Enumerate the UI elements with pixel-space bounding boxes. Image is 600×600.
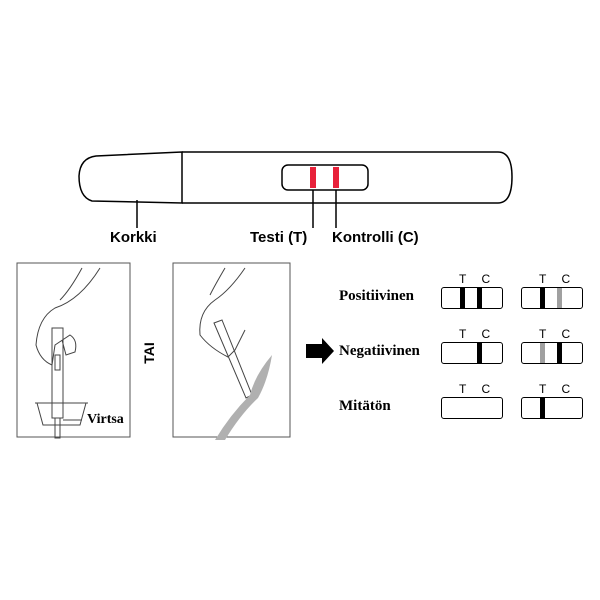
- result-strip: [441, 287, 503, 309]
- device-body: [182, 151, 513, 204]
- tc-label: T C: [539, 382, 577, 396]
- tc-label: T C: [459, 382, 497, 396]
- control-band: [477, 343, 482, 363]
- test-band: [540, 288, 545, 308]
- cap-label: Korkki: [110, 229, 157, 246]
- result-strip: [521, 342, 583, 364]
- arrow-icon: [306, 338, 334, 364]
- tc-label: T C: [459, 327, 497, 341]
- panel-stream: [172, 262, 291, 440]
- control-band: [557, 343, 562, 363]
- control-band: [557, 288, 562, 308]
- test-device: [78, 151, 513, 228]
- tc-label: T C: [539, 327, 577, 341]
- device-cap: [78, 151, 183, 204]
- result-strip: [441, 397, 503, 419]
- urine-stream-icon: [215, 355, 272, 440]
- cup-icon: [35, 402, 88, 426]
- hand-icon: [35, 267, 101, 366]
- test-band: [540, 343, 545, 363]
- result-window: [281, 164, 369, 191]
- control-line-red: [333, 167, 339, 188]
- result-label: Mitätön: [339, 398, 391, 414]
- hand-icon: [199, 267, 246, 358]
- test-band: [540, 398, 545, 418]
- result-strip: [441, 342, 503, 364]
- tc-label: T C: [459, 272, 497, 286]
- result-strip: [521, 397, 583, 419]
- test-line-red: [310, 167, 316, 188]
- urine-label: Virtsa: [87, 412, 124, 427]
- result-label: Negatiivinen: [339, 343, 420, 359]
- or-label: TAI: [140, 342, 157, 364]
- control-line-label: Kontrolli (C): [332, 229, 419, 246]
- test-stick-icon: [213, 319, 253, 399]
- test-line-label: Testi (T): [250, 229, 308, 246]
- control-band: [477, 288, 482, 308]
- panel-cup: [16, 262, 131, 439]
- test-stick-icon: [51, 327, 64, 419]
- result-label: Positiivinen: [339, 288, 415, 304]
- result-strip: [521, 287, 583, 309]
- test-band: [460, 288, 465, 308]
- tc-label: T C: [539, 272, 577, 286]
